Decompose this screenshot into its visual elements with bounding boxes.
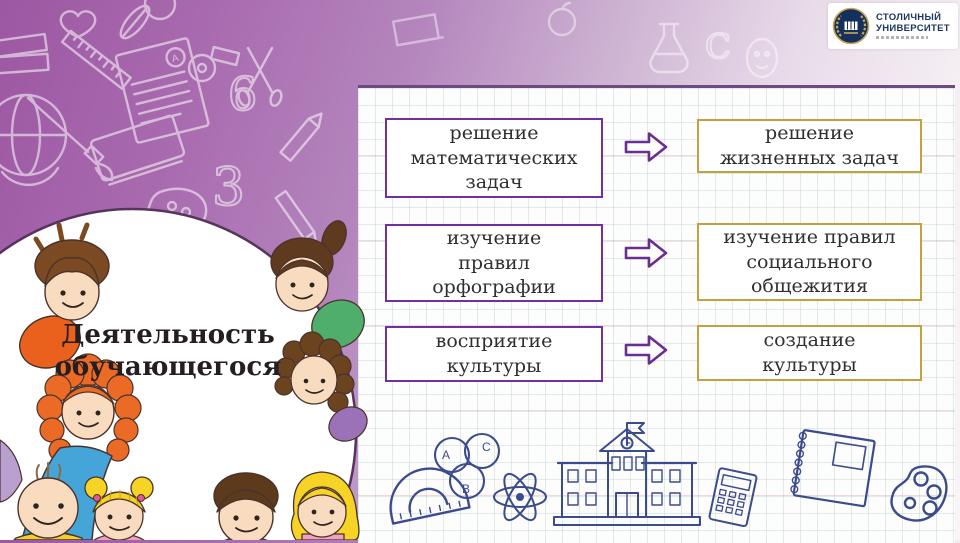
svg-text:C: C xyxy=(705,27,731,67)
doodle-small-book-top xyxy=(392,13,444,47)
doodle-letter-c: C xyxy=(704,26,732,68)
box-culture-perception: восприятие культуры xyxy=(385,326,603,382)
child-girl-ponytail xyxy=(270,220,365,349)
doodle-whistle xyxy=(187,45,241,83)
box-math-problems: решение математических задач xyxy=(385,118,603,198)
doodle-paintbrush xyxy=(26,96,114,182)
protractor-icon xyxy=(389,467,471,525)
logo-subtitle-illegible xyxy=(876,35,928,39)
doodle-crayon xyxy=(279,112,323,162)
logo-name-line2: УНИВЕРСИТЕТ xyxy=(876,22,950,34)
svg-text:A: A xyxy=(442,448,450,462)
atom-icon xyxy=(493,472,547,522)
doodle-apple-top xyxy=(547,1,577,37)
venn-diagram-icon: A C B xyxy=(433,432,501,500)
doodle-book xyxy=(89,114,186,186)
child-baby xyxy=(13,462,83,540)
doodle-flask xyxy=(649,22,689,74)
university-logo: СТОЛИЧНЫЙ УНИВЕРСИТЕТ xyxy=(828,3,958,49)
shape-purple-blob xyxy=(0,439,23,503)
children-circle-illustration xyxy=(0,207,368,540)
doodle-scissors xyxy=(237,46,283,107)
child-girl-curly-brunette xyxy=(274,331,368,442)
svg-text:3: 3 xyxy=(212,158,245,218)
doodle-number-3: 3 xyxy=(211,157,246,219)
child-girl-blonde xyxy=(290,471,360,540)
arrow-right-icon xyxy=(624,238,668,268)
bottom-doodle-row: A C B xyxy=(389,422,948,528)
box-spelling-rules: изучение правил орфографии xyxy=(385,224,603,302)
svg-text:B: B xyxy=(462,482,470,496)
child-boy-top-left xyxy=(19,222,110,369)
doodle-globe xyxy=(0,93,68,186)
arrow-right-icon xyxy=(624,335,668,365)
school-building-icon xyxy=(553,422,701,526)
child-girl-pigtails xyxy=(84,476,154,540)
logo-name-line1: СТОЛИЧНЫЙ xyxy=(876,12,942,24)
notebook-icon xyxy=(790,429,876,508)
doodle-face-blob xyxy=(745,37,779,79)
doodle-number-6: 6 xyxy=(227,66,258,122)
svg-text:6: 6 xyxy=(228,67,257,121)
university-emblem-icon xyxy=(832,7,870,45)
doodle-ruler xyxy=(60,29,132,90)
arrow-right-icon xyxy=(624,132,668,162)
box-life-problems: решение жизненных задач xyxy=(697,119,922,173)
palette-icon xyxy=(890,465,948,522)
grade-mark: A xyxy=(171,53,180,65)
box-culture-creation: создание культуры xyxy=(697,325,922,381)
calculator-icon xyxy=(708,467,758,528)
doodle-book-stack xyxy=(0,32,50,76)
doodle-leaf xyxy=(119,4,151,40)
svg-text:C: C xyxy=(482,440,491,454)
slide-title: Деятельность обучающегося xyxy=(54,320,282,382)
box-social-rules: изучение правил социального общежития xyxy=(697,223,922,301)
child-boy-bottom xyxy=(213,472,279,540)
doodle-apple xyxy=(143,0,177,21)
